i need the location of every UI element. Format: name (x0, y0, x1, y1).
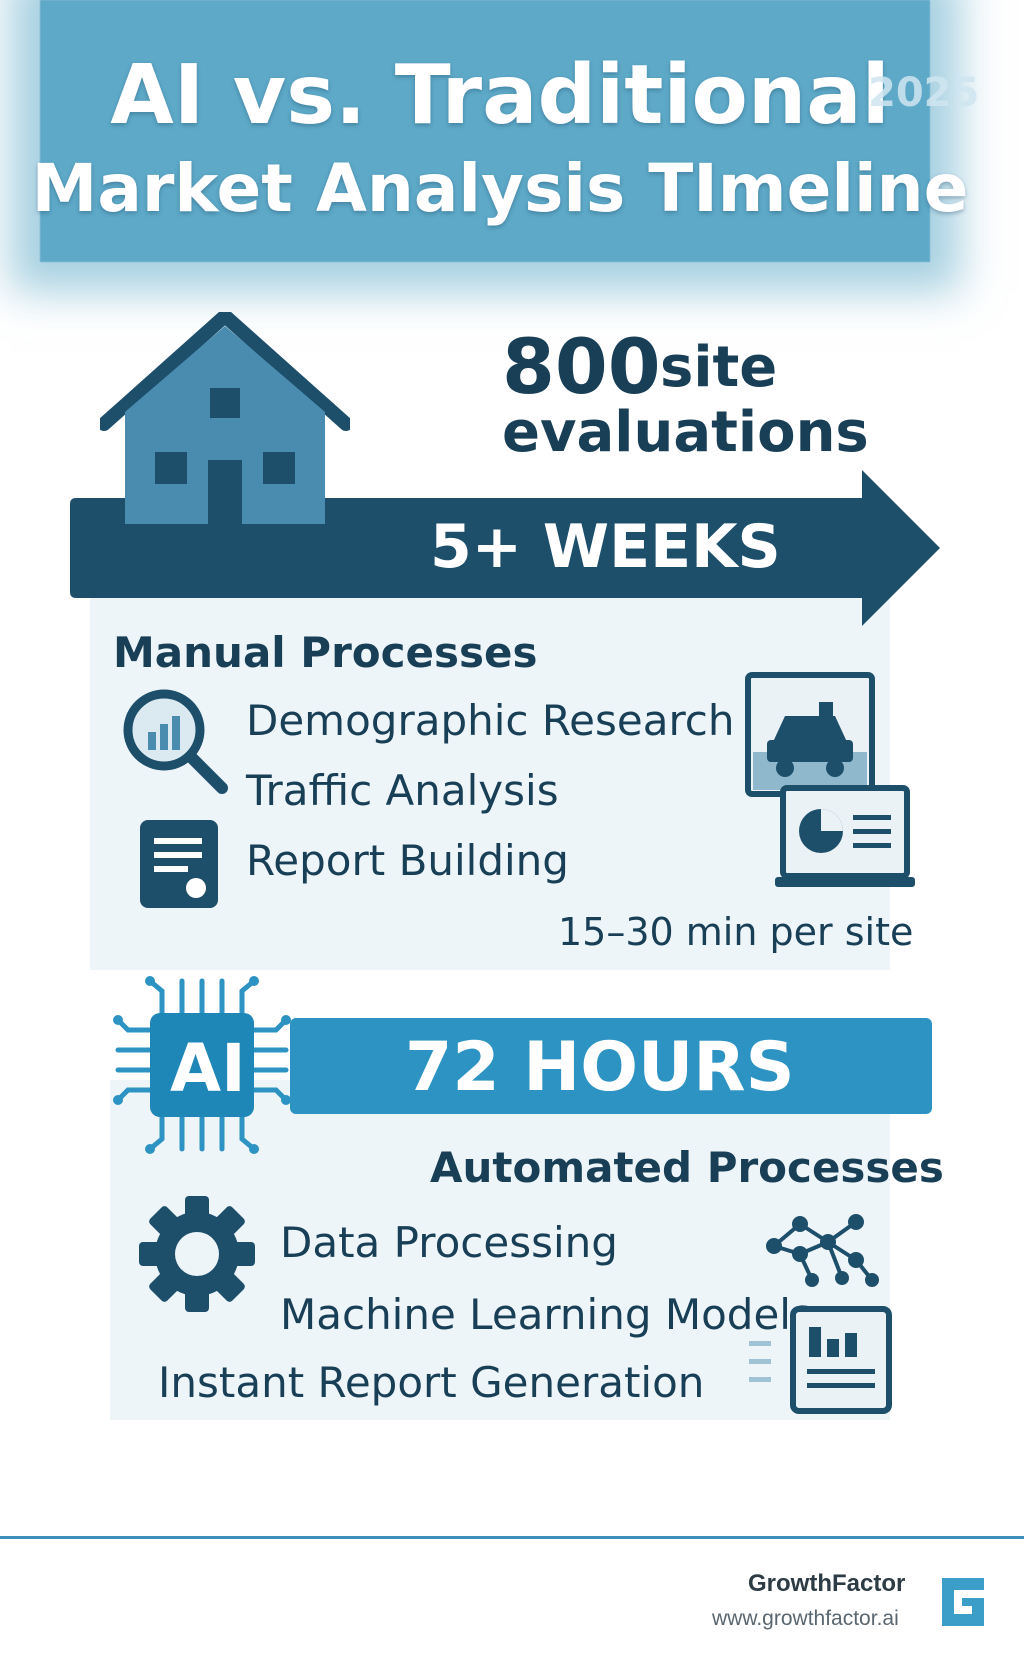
ai-chip-icon (113, 976, 291, 1154)
growthfactor-logo (942, 1578, 984, 1626)
footer-divider (0, 1536, 1024, 1539)
title-banner (40, 0, 930, 262)
site-count-label: evaluations (502, 400, 869, 465)
automated-item-2: Machine Learning Models (280, 1290, 813, 1339)
title-line-2: Market Analysis TImeline (31, 150, 969, 227)
manual-processes-heading: Manual Processes (113, 628, 538, 677)
house-icon (100, 312, 350, 524)
manual-item-2: Traffic Analysis (246, 766, 559, 815)
site-count-unit: site (660, 335, 778, 400)
brand-name: GrowthFactor (748, 1570, 906, 1597)
automated-processes-heading: Automated Processes (430, 1143, 944, 1192)
network-icon (766, 1214, 879, 1287)
magnifier-chart-icon (123, 689, 228, 794)
bar-report-icon (749, 1306, 892, 1414)
brand-url[interactable]: www.growthfactor.ai (712, 1607, 899, 1630)
gear-icon (139, 1196, 255, 1312)
report-screen-icon (775, 785, 915, 887)
manual-item-1: Demographic Research (246, 696, 735, 745)
automated-item-1: Data Processing (280, 1218, 618, 1267)
ai-duration-bar (290, 1018, 932, 1114)
site-count: 800 (502, 322, 661, 411)
automated-item-3: Instant Report Generation (158, 1358, 705, 1407)
ai-chip-label: AI (170, 1030, 246, 1107)
year-label: 2025 (868, 70, 980, 116)
car-photo-icon (745, 672, 875, 797)
document-icon (140, 820, 218, 908)
title-line-1: AI vs. Traditional (110, 48, 890, 143)
ai-duration: 72 HOURS (405, 1028, 795, 1107)
manual-item-3: Report Building (246, 836, 569, 885)
traditional-duration: 5+ WEEKS (430, 512, 781, 582)
time-per-site: 15–30 min per site (558, 910, 914, 954)
